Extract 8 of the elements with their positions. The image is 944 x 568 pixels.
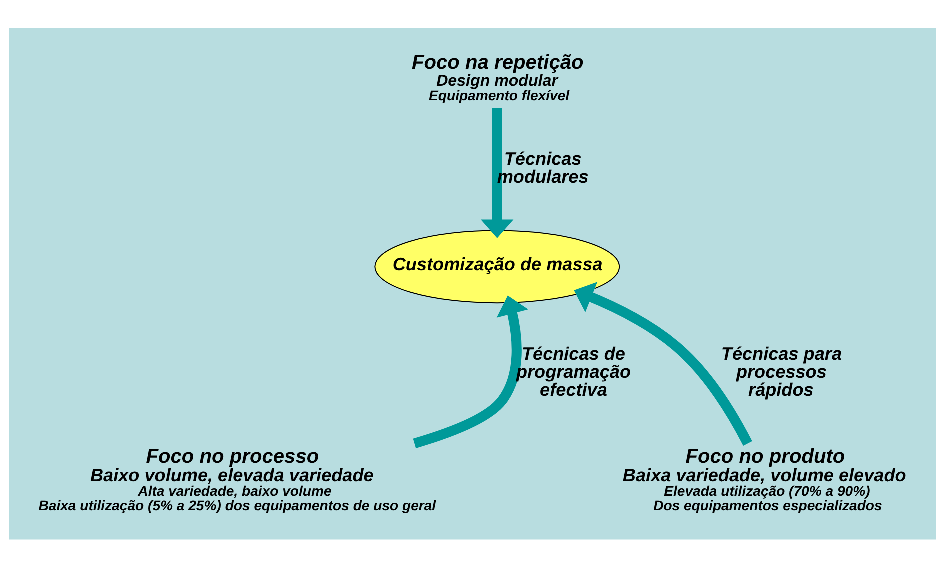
arrow [412,296,528,448]
node-text: Foco no produto Baixa variedade, volume elevado Elevada utilização (70% a 90%) Dos equipamentos especializados [622,446,906,514]
node-text: Foco no processo Baixo volume, elevada variedade Alta variedade, baixo volume Baixa utilização (5% a 25%) dos equipamentos de uso geral [38,446,436,514]
edge-label: Técnicas para processos rápidos [720,344,842,400]
node-text: Foco na repetição Design modular Equipamento flexível [411,52,584,104]
arrow [480,108,514,238]
arrow [574,282,752,446]
node-ellipse: Customização de massa [374,230,620,304]
